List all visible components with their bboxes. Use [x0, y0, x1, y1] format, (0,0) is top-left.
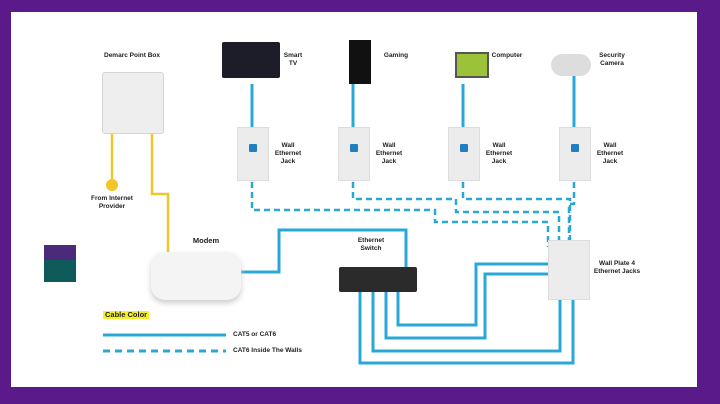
tv-icon — [222, 42, 280, 78]
wall-jack-tv — [237, 127, 269, 181]
computer-icon — [455, 52, 489, 78]
port-icon — [249, 144, 257, 152]
port-icon — [350, 144, 358, 152]
modem-label: Modem — [192, 236, 220, 245]
wall-jack-computer — [448, 127, 480, 181]
legend-title: Cable Color — [103, 310, 150, 319]
jack-label: Wall Ethernet Jack — [596, 142, 624, 165]
in-wall-cables — [250, 182, 576, 247]
solid-cables — [241, 70, 576, 365]
camera-icon — [551, 54, 591, 76]
switch-label: Ethernet Switch — [357, 237, 385, 252]
demarc-label: Demarc Point Box — [104, 52, 160, 59]
diagram-canvas: Demarc Point Box From Internet Provider … — [11, 12, 697, 387]
coax-modem — [150, 132, 170, 264]
connections — [103, 70, 576, 365]
wall-jack-camera — [559, 127, 591, 181]
device-label-tv: Smart TV — [283, 52, 303, 67]
app-thumbnail-icon — [44, 245, 76, 282]
coax-cables — [110, 132, 170, 264]
jack-label: Wall Ethernet Jack — [274, 142, 302, 165]
provider-label: From Internet Provider — [91, 195, 133, 210]
wall-jack-gaming — [338, 127, 370, 181]
port-icon — [460, 144, 468, 152]
jack-label: Wall Ethernet Jack — [485, 142, 513, 165]
port-icon — [571, 144, 579, 152]
legend-dashed-label: CAT6 Inside The Walls — [233, 347, 302, 354]
modem-device — [151, 252, 241, 300]
ethernet-switch-device — [339, 267, 417, 292]
device-label-camera: Security Camera — [599, 52, 625, 67]
wall-plate — [548, 240, 590, 300]
demarc-box — [102, 72, 164, 134]
wallplate-label: Wall Plate 4 Ethernet Jacks — [593, 260, 641, 275]
device-label-computer: Computer — [491, 52, 523, 59]
game-console-icon — [349, 40, 371, 84]
jack-label: Wall Ethernet Jack — [375, 142, 403, 165]
device-label-gaming: Gaming — [383, 52, 409, 59]
provider-dot — [106, 179, 118, 191]
legend-solid-label: CAT5 or CAT6 — [233, 331, 277, 338]
